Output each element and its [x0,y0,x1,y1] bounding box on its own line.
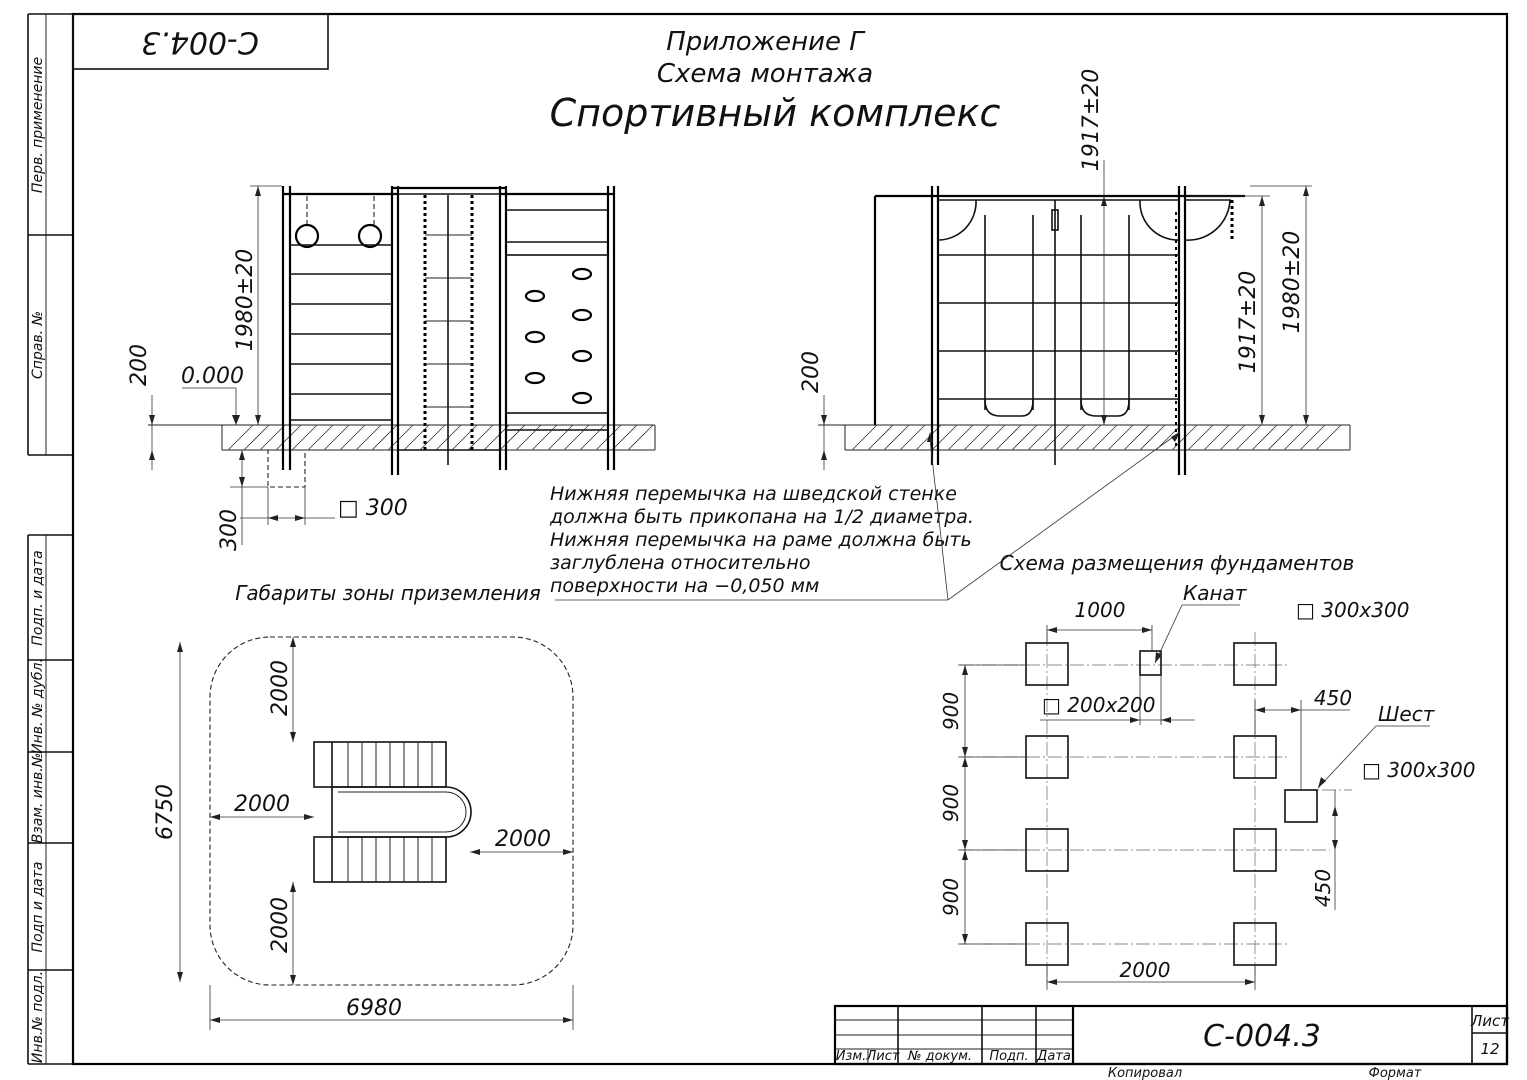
foundation-layout: Схема размещения фундаментов 1000 [939,551,1475,990]
side-label-orig-no: Инв.№ подл. [30,971,46,1063]
main-pad-size: □ 300х300 [1296,598,1409,622]
title-block: Изм. Лист № докум. Подп. Дата С-004.3 Ли… [833,1004,1510,1080]
appendix-label: Приложение Г [666,27,866,57]
wall-rungs [290,273,392,421]
foundation-title: Схема размещения фундаментов [1000,551,1355,575]
col-header-doc-no: № докум. [907,1049,972,1064]
right-height-a: 1917±20 [1236,271,1261,373]
zone-left-clearance: 2000 [234,792,290,817]
doc-code: С-004.3 [1203,1019,1321,1054]
left-offset-dim: 200 [127,344,152,386]
rope-ladder [398,195,500,465]
copied-label: Копировал [1108,1066,1182,1080]
note-line-3: Нижняя перемычка на раме должна быть [550,529,972,551]
zone-title: Габариты зоны приземления [235,581,541,605]
zone-top-clearance: 2000 [268,660,293,716]
pole-pad-size: □ 300х300 [1362,758,1475,782]
side-label-ref-no: Справ. № [30,311,46,379]
ground-level: 0.000 [181,364,244,389]
side-label-sign-date-1: Подп. и дата [30,550,46,645]
row-spacing-2: 900 [939,784,963,822]
ground-hatch-left [227,424,654,451]
side-label-replace-no: Взам. инв.№ [30,753,46,844]
right-elevation: 200 1917±20 1917±20 1980±20 [799,69,1351,475]
side-label-dup-no: Инв. № дубл. [30,658,46,754]
row-spacing-3: 900 [939,878,963,916]
zone-bottom-clearance: 2000 [268,897,293,953]
note-line-1: Нижняя перемычка на шведской стенке [550,483,957,505]
rope-pad-size: □ 200х200 [1042,693,1155,717]
rope-net [938,215,1179,417]
sheet-frame [27,12,1509,1066]
col-header-change: Изм. [836,1049,867,1064]
installation-note: Нижняя перемычка на шведской стенке долж… [549,431,1181,601]
climbing-panel [505,254,609,431]
zone-right-clearance: 2000 [495,827,551,852]
col-header-signature: Подп. [989,1049,1028,1064]
side-label-sign-date-2: Подп и дата [30,862,46,953]
rope-label: Канат [1183,581,1248,605]
scheme-label: Схема монтажа [657,59,873,89]
format-label: Формат [1369,1066,1422,1080]
foundation-spacing-dim: 1000 [1075,598,1126,622]
top-stamp-code: С-004.3 [141,25,259,60]
pole-offset-x: 450 [1314,686,1352,710]
landing-zone: Габариты зоны приземления [153,581,574,1030]
col-header-sheet: Лист [866,1049,900,1064]
pole-offset-y: 450 [1311,869,1335,907]
pit-depth-dim: 300 [217,509,242,551]
note-line-4: заглублена относительно [550,552,810,574]
zone-total-height: 6750 [153,784,178,840]
top-stamp: С-004.3 [72,13,329,70]
col-header-date: Дата [1036,1049,1071,1064]
gym-rings [294,196,383,249]
pit-section-dim: □ 300 [338,496,408,521]
note-line-2: должна быть прикопана на 1/2 диаметра. [549,506,974,528]
note-line-5: поверхности на −0,050 мм [550,575,819,597]
zone-total-width: 6980 [346,996,402,1021]
pole-label: Шест [1378,702,1436,726]
top-height-dim: 1917±20 [1079,69,1104,171]
left-elevation: 1980±20 200 0.000 300 □ 300 [127,185,656,551]
foundation-width-dim: 2000 [1120,958,1171,982]
foundation-pads [1025,642,1318,966]
left-height-dim: 1980±20 [233,249,258,351]
complex-plan [313,741,472,883]
sheet-label: Лист [1470,1012,1510,1030]
page-title: Спортивный комплекс [550,91,1001,135]
right-offset-dim: 200 [799,351,824,393]
row-spacing-1: 900 [939,692,963,730]
ground-hatch-right [851,424,1342,451]
right-height-b: 1980±20 [1280,231,1305,333]
sheet-number: 12 [1480,1040,1499,1058]
side-label-first-use: Перв. применение [30,57,46,193]
